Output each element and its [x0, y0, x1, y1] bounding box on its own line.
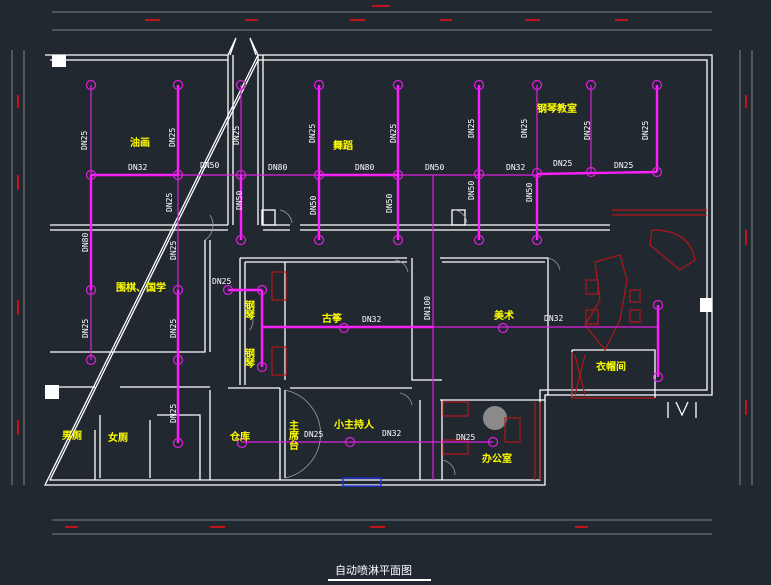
- pipe-label: DN25: [583, 121, 592, 140]
- room-label: 女厕: [108, 431, 128, 444]
- pipe-label: DN25: [232, 126, 241, 145]
- pipe-label: DN25: [553, 159, 572, 168]
- doors: [204, 209, 561, 479]
- pipe-label: DN32: [506, 163, 525, 172]
- room-label: 钢琴教室: [537, 102, 577, 115]
- pipe-label: DN25: [520, 119, 529, 138]
- sprinkler-pipes: [89, 85, 660, 480]
- pipe-label: DN50: [425, 163, 444, 172]
- pipe-label: DN50: [200, 161, 219, 170]
- furniture: [271, 209, 707, 480]
- pipe-label: DN32: [362, 315, 381, 324]
- room-label: 主席台: [287, 419, 299, 451]
- room-label: 小主持人: [333, 418, 375, 431]
- pipe-label: DN50: [525, 183, 534, 202]
- pipe-label: DN80: [81, 233, 90, 252]
- pipe-label: DN25: [467, 119, 476, 138]
- room-label: 男厕: [62, 430, 82, 442]
- pipe-label: DN80: [355, 163, 374, 172]
- pipe-label: DN25: [389, 124, 398, 143]
- room-label: 美术: [494, 309, 514, 322]
- room-label: 古筝: [322, 312, 342, 325]
- drawing-title: 自动喷淋平面图: [335, 564, 412, 577]
- pipe-label: DN25: [456, 433, 475, 442]
- pipe-label: DN25: [641, 121, 650, 140]
- pipe-label: DN25: [169, 241, 178, 260]
- pipe-label: DN50: [467, 181, 476, 200]
- pipe-label: DN32: [544, 314, 563, 323]
- room-label: 钢琴: [243, 347, 256, 369]
- room-label: 围棋、国学: [116, 281, 166, 294]
- pipe-label: DN25: [169, 319, 178, 338]
- pipe-label: DN80: [268, 163, 287, 172]
- room-label: 油画: [130, 136, 150, 149]
- pipe-label: DN25: [308, 124, 317, 143]
- room-label: 衣帽间: [596, 360, 626, 373]
- pipe-label: DN25: [168, 128, 177, 147]
- pipe-size-labels: DN25 DN25 DN25 DN25 DN25 DN25 DN25 DN25 …: [80, 119, 650, 442]
- pipe-label: DN25: [81, 319, 90, 338]
- pipe-label: DN25: [165, 193, 174, 212]
- pipe-label: DN32: [128, 163, 147, 172]
- pipe-label: DN25: [614, 161, 633, 170]
- pipe-label: DN100: [423, 296, 432, 320]
- pipe-label: DN50: [385, 194, 394, 213]
- room-label: 办公室: [482, 452, 512, 465]
- dimension-lines: [11, 5, 753, 535]
- room-label: 舞蹈: [333, 139, 353, 152]
- pipe-label: DN25: [304, 430, 323, 439]
- room-labels: 油画 舞蹈 钢琴教室 围棋、国学 钢琴 钢琴 古筝 美术 衣帽间 男厕 女厕 仓…: [62, 102, 626, 465]
- sprinkler-heads: [85, 79, 664, 449]
- walls: [43, 37, 713, 487]
- pipe-label: DN25: [212, 277, 231, 286]
- pipe-label: DN25: [169, 404, 178, 423]
- pipe-label: DN50: [309, 196, 318, 215]
- pipe-label: DN50: [235, 191, 244, 210]
- room-label: 钢琴: [243, 299, 256, 321]
- pipe-label: DN25: [80, 131, 89, 150]
- pipe-label: DN32: [382, 429, 401, 438]
- room-label: 仓库: [229, 430, 250, 443]
